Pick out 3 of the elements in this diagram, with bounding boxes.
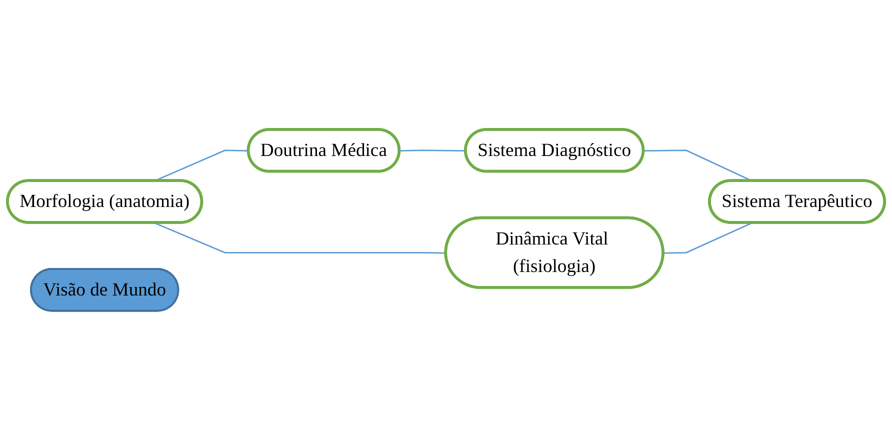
connector xyxy=(154,222,446,254)
connector xyxy=(400,150,466,152)
connector xyxy=(663,222,752,254)
